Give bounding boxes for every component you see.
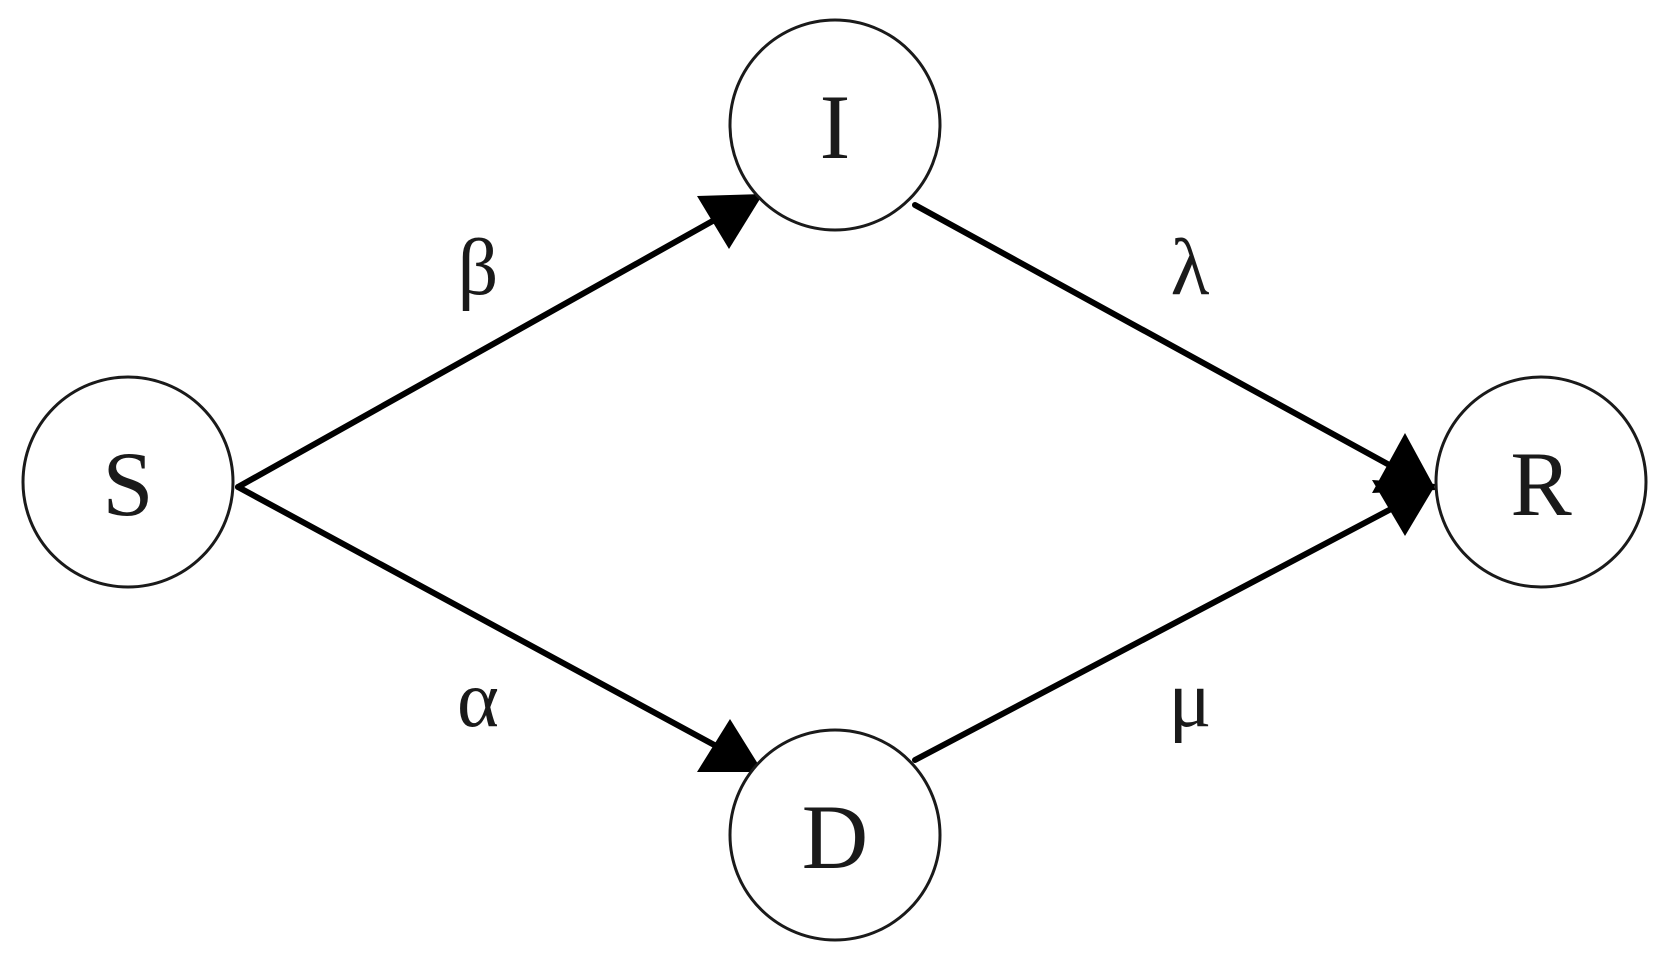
node-i-circle: [728, 18, 942, 232]
edge-line-s-to-i: [235, 215, 721, 490]
arrowhead-s-to-d: [697, 719, 763, 772]
node-s-label: S: [102, 433, 153, 535]
arrowhead-s-to-i: [697, 194, 763, 249]
edge-label-mu: μ: [1169, 656, 1212, 744]
edge-label-lambda: λ: [1171, 224, 1210, 312]
node-d-label: D: [802, 786, 868, 888]
node-r-label: R: [1510, 433, 1572, 535]
node-d: D: [728, 728, 942, 942]
node-s-circle: [21, 375, 235, 589]
node-i-label: I: [820, 76, 851, 178]
node-i: I: [728, 18, 942, 232]
edge-s-to-i: β: [235, 194, 763, 490]
arrowhead-i-to-r: [1372, 433, 1436, 493]
edge-label-alpha: α: [457, 656, 499, 744]
edge-label-beta: β: [458, 224, 499, 312]
arrowhead-d-to-r: [1372, 480, 1436, 536]
edge-i-to-r: λ: [912, 202, 1436, 493]
edge-line-s-to-d: [235, 484, 721, 750]
node-r: R: [1434, 375, 1648, 589]
edge-line-i-to-r: [912, 202, 1396, 470]
node-s: S: [21, 375, 235, 589]
edge-d-to-r: μ: [912, 480, 1436, 763]
node-d-circle: [728, 728, 942, 942]
node-r-circle: [1434, 375, 1648, 589]
edge-line-d-to-r: [912, 505, 1396, 763]
edge-s-to-d: α: [235, 484, 763, 772]
